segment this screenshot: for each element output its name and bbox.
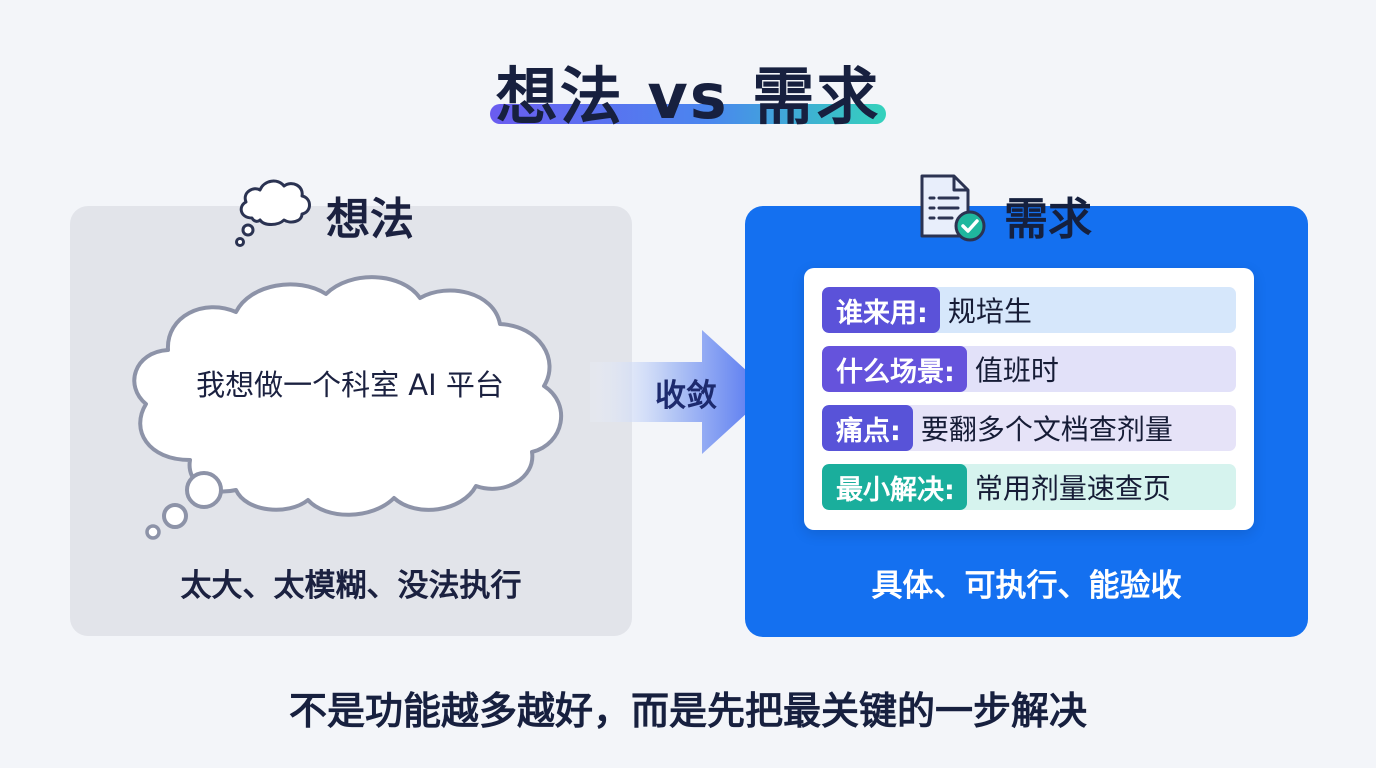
thought-bubble [132,275,563,540]
converge-arrow [590,330,770,454]
requirement-card: 谁来用: 规培生 什么场景: 值班时 痛点: 要翻多个文档查剂量 最小解决: 常… [804,268,1254,530]
requirement-tag: 谁来用: [822,287,940,333]
idea-heading: 想法 [326,194,414,245]
requirement-tag: 什么场景: [822,346,967,392]
requirement-row-painpoint: 痛点: 要翻多个文档查剂量 [822,405,1236,451]
idea-caption: 太大、太模糊、没法执行 [180,568,522,604]
requirement-value: 规培生 [947,295,1032,328]
idea-bubble-text: 我想做一个科室 AI 平台 [196,368,504,402]
requirement-row-solution: 最小解决: 常用剂量速查页 [822,464,1236,510]
footer-slogan: 不是功能越多越好，而是先把最关键的一步解决 [288,689,1087,733]
requirement-row-users: 谁来用: 规培生 [822,287,1236,333]
requirement-value: 常用剂量速查页 [974,472,1171,505]
document-check-icon [920,174,986,242]
requirement-tag: 痛点: [822,405,913,451]
requirement-row-scenario: 什么场景: 值班时 [822,346,1236,392]
converge-label: 收敛 [655,378,717,414]
thought-cloud-icon [235,179,311,247]
requirement-heading: 需求 [1004,194,1092,245]
requirement-value: 值班时 [974,354,1059,387]
requirement-value: 要翻多个文档查剂量 [920,413,1173,446]
requirement-tag: 最小解决: [822,464,967,510]
requirement-caption: 具体、可执行、能验收 [871,568,1182,604]
title-highlight-bar [490,104,886,124]
page-title: 想法 vs 需求 [495,60,881,133]
